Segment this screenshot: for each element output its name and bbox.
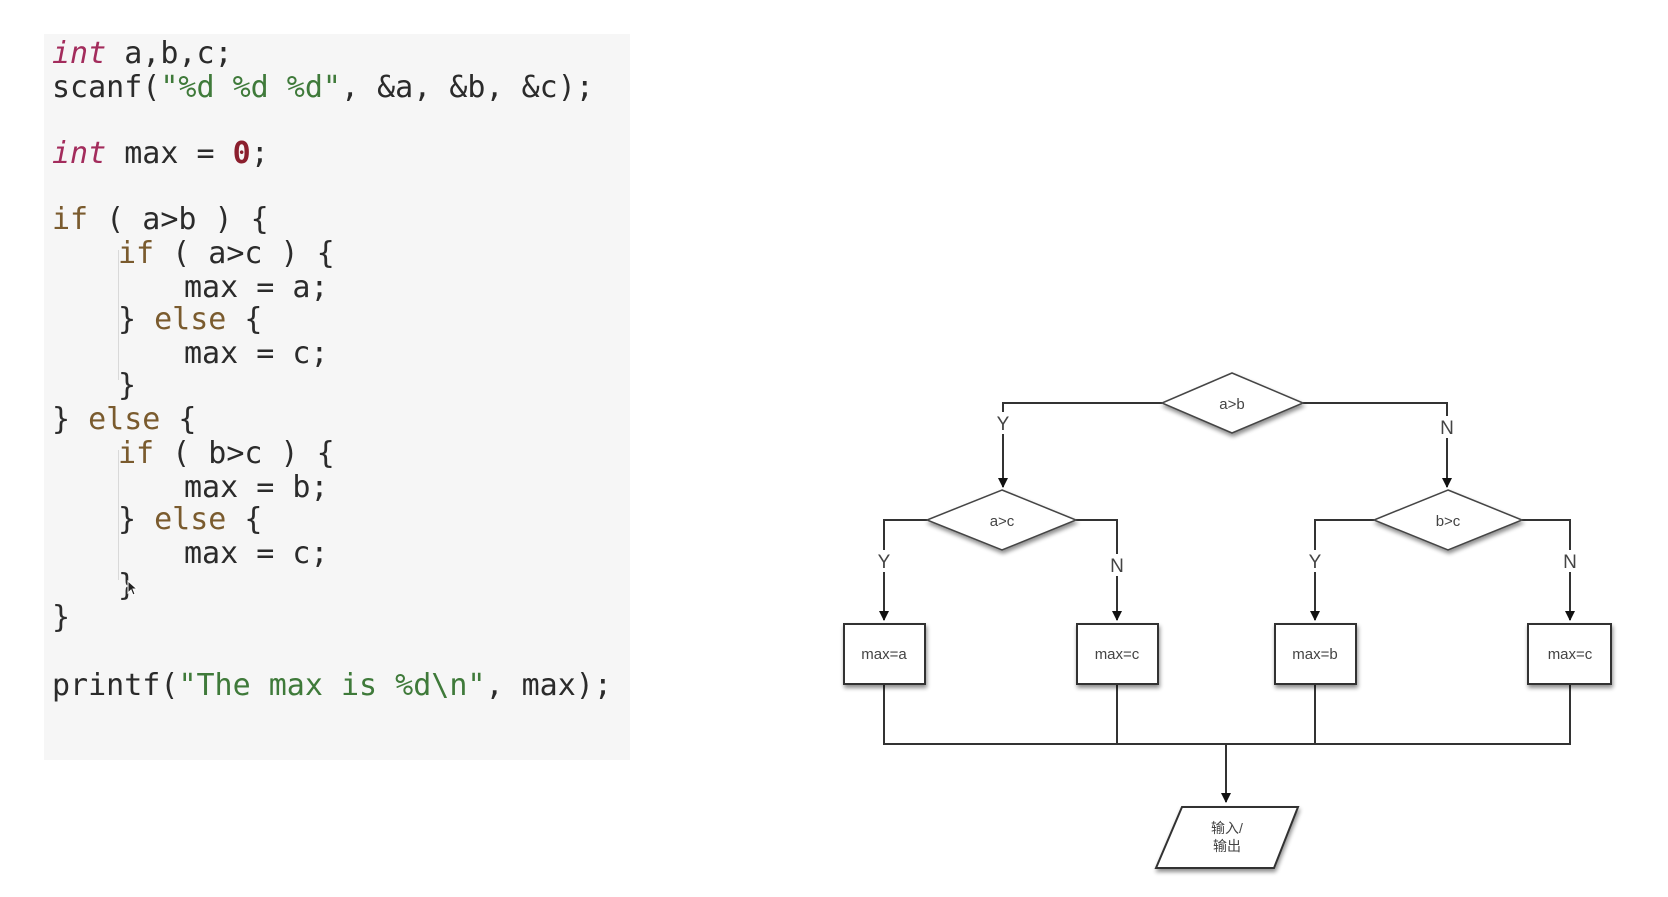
code-text: } <box>118 302 155 337</box>
flow-connector <box>1310 519 1374 621</box>
code-line-11: if ( b>c ) { <box>118 436 335 472</box>
process-box-max-c-right <box>1527 623 1612 685</box>
code-line-17: printf("The max is %d\n", max); <box>52 668 612 704</box>
control-keyword: if <box>52 202 89 237</box>
label-mask <box>994 412 1012 434</box>
code-text: { <box>160 402 197 437</box>
decision-diamond-right <box>1372 489 1524 551</box>
control-keyword: else <box>154 302 227 337</box>
branch-label-yes: Y <box>997 414 1010 435</box>
decision-label-left: a>c <box>990 513 1015 530</box>
process-label: max=c <box>1548 646 1593 663</box>
flow-connector <box>1076 519 1122 621</box>
format-string: "The max is %d\n" <box>178 668 486 703</box>
branch-label-no: N <box>1563 552 1577 573</box>
process-label: max=b <box>1292 646 1337 663</box>
flow-connector <box>1303 402 1452 488</box>
io-label-line1: 输入/ <box>1211 820 1243 836</box>
format-string: "%d %d %d" <box>160 70 341 105</box>
process-label: max=c <box>1095 646 1140 663</box>
branch-label-yes: Y <box>878 552 891 573</box>
code-text: { <box>226 502 263 537</box>
control-keyword: if <box>118 236 155 271</box>
branch-label-no: N <box>1440 418 1454 439</box>
code-line-2: scanf("%d %d %d", &a, &b, &c); <box>52 70 594 106</box>
code-text: } <box>52 402 89 437</box>
code-line-14: max = c; <box>184 536 329 571</box>
code-text: } <box>118 502 155 537</box>
label-mask <box>1438 416 1456 438</box>
control-keyword: if <box>118 436 155 471</box>
code-line-16: } <box>52 600 71 635</box>
label-mask <box>1306 550 1324 572</box>
code-text: , &a, &b, &c); <box>341 70 594 105</box>
process-box-max-b <box>1274 623 1357 685</box>
label-mask <box>1108 554 1126 576</box>
code-text: ( b>c ) { <box>154 436 335 471</box>
code-line-12: max = b; <box>184 470 329 505</box>
branch-label-no: N <box>1110 556 1124 577</box>
code-text: { <box>226 302 263 337</box>
process-label: max=a <box>861 646 907 663</box>
code-line-5: if ( a>c ) { <box>118 236 335 272</box>
type-keyword: int <box>52 36 107 71</box>
code-text: ( a>c ) { <box>154 236 335 271</box>
io-parallelogram <box>1154 806 1300 869</box>
decision-diamond-left <box>924 489 1078 551</box>
mouse-pointer-icon <box>127 580 139 596</box>
indent-guide <box>118 450 119 580</box>
branch-label-yes: Y <box>1309 552 1322 573</box>
number-literal: 0 <box>232 136 251 171</box>
code-text: scanf( <box>52 70 161 105</box>
code-line-8: max = c; <box>184 336 329 371</box>
label-mask <box>875 550 893 572</box>
code-line-10: } else { <box>52 402 197 438</box>
io-label-line2: 输出 <box>1213 838 1241 854</box>
code-text: max = <box>106 136 233 171</box>
code-text: , max); <box>485 668 612 703</box>
flow-connector <box>1522 519 1575 621</box>
flow-connector <box>883 684 1571 745</box>
control-keyword: else <box>88 402 161 437</box>
code-line-1: int a,b,c; <box>52 36 233 72</box>
code-text: a,b,c; <box>106 36 233 71</box>
indent-guide <box>118 250 119 380</box>
flow-connector <box>879 519 927 621</box>
decision-label-root: a>b <box>1219 396 1244 413</box>
code-line-9: } <box>118 368 137 403</box>
process-box-max-c-left <box>1076 623 1159 685</box>
decision-label-right: b>c <box>1436 513 1461 530</box>
code-line-15: } <box>118 568 137 603</box>
code-line-7: } else { <box>118 302 263 338</box>
process-box-max-a <box>843 623 926 685</box>
code-panel <box>44 34 630 760</box>
code-text: ( a>b ) { <box>88 202 269 237</box>
control-keyword: else <box>154 502 227 537</box>
label-mask <box>1561 550 1579 572</box>
code-line-3: int max = 0; <box>52 136 269 172</box>
flow-connector <box>998 402 1162 488</box>
code-line-4: if ( a>b ) { <box>52 202 269 238</box>
code-line-6: max = a; <box>184 270 329 305</box>
code-line-13: } else { <box>118 502 263 538</box>
code-text: printf( <box>52 668 179 703</box>
code-text: ; <box>250 136 269 171</box>
decision-diamond-root <box>1160 372 1305 434</box>
type-keyword: int <box>52 136 107 171</box>
